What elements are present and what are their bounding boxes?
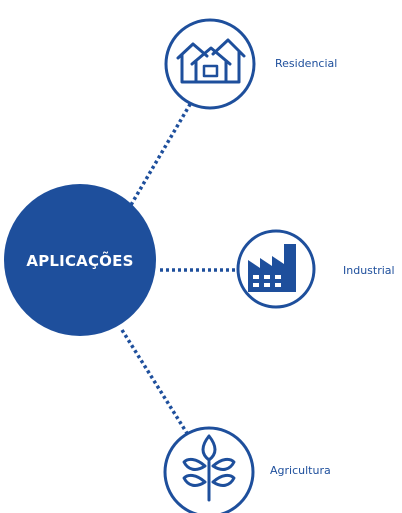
houses-icon	[176, 38, 246, 84]
label-residencial: Residencial	[275, 57, 337, 70]
node-agricultura: Agricultura	[163, 426, 331, 513]
node-industrial: Industrial	[236, 229, 395, 309]
connector-residencial	[126, 100, 194, 211]
node-residencial: Residencial	[164, 18, 337, 110]
label-agricultura: Agricultura	[270, 464, 331, 477]
center-label: APLICAÇÕES	[26, 251, 133, 270]
connectors	[120, 100, 238, 439]
connector-agricultura	[120, 329, 192, 439]
wheat-icon	[182, 434, 236, 502]
center-node: APLICAÇÕES	[4, 184, 156, 336]
factory-icon	[248, 244, 296, 292]
label-industrial: Industrial	[343, 264, 395, 277]
